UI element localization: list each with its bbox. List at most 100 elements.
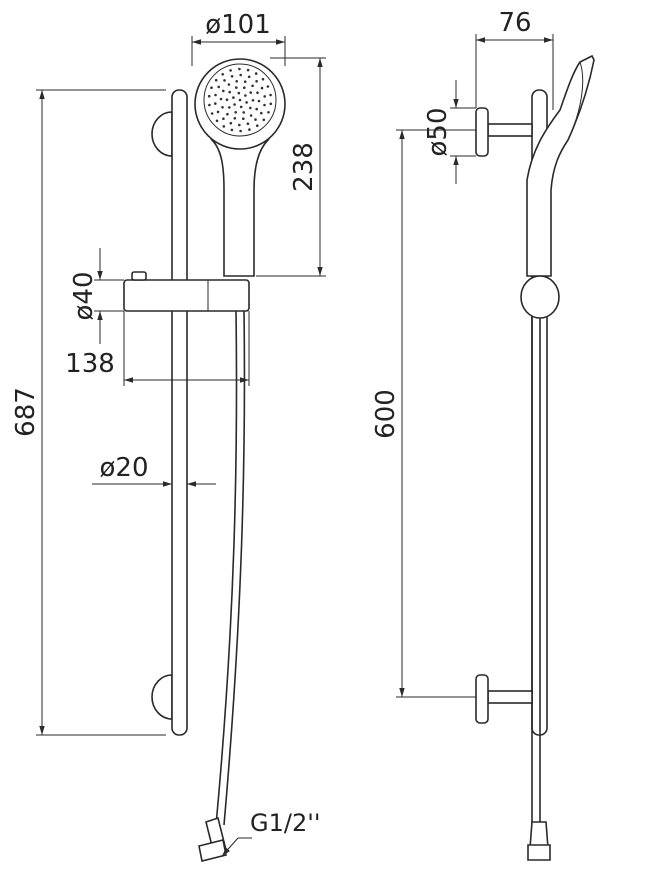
side-handshower-face xyxy=(567,61,584,141)
slide-rail xyxy=(171,89,188,736)
spray-nozzle xyxy=(266,85,270,88)
spray-nozzle xyxy=(216,110,220,114)
spray-nozzle xyxy=(267,111,270,114)
spray-nozzle xyxy=(257,99,261,103)
spray-nozzle xyxy=(263,103,266,107)
spray-nozzle xyxy=(238,123,241,127)
spray-nozzle xyxy=(239,73,242,77)
spray-nozzle xyxy=(230,128,234,132)
spray-nozzle xyxy=(245,101,248,104)
spray-nozzle xyxy=(228,106,231,109)
dim-slider-diameter: ø40 xyxy=(69,272,99,321)
spray-nozzle xyxy=(256,91,259,94)
spray-nozzle xyxy=(219,97,223,101)
spray-nozzle xyxy=(226,112,229,116)
spray-nozzle xyxy=(214,93,217,97)
dim-handshower-length: 238 xyxy=(289,142,319,192)
bottom-wall-bracket xyxy=(151,674,173,720)
spray-nozzle xyxy=(248,128,251,131)
spray-nozzle xyxy=(222,89,225,93)
spray-nozzle xyxy=(239,105,243,109)
spray-nozzle xyxy=(235,86,238,89)
spray-nozzle xyxy=(233,117,237,120)
shower-hose-inner xyxy=(223,309,246,826)
spray-nozzle xyxy=(229,69,232,72)
spray-nozzle xyxy=(221,73,224,76)
spray-nozzle xyxy=(225,98,229,101)
spray-nozzle xyxy=(207,94,211,98)
spray-nozzle xyxy=(242,111,245,114)
spray-nozzle xyxy=(242,117,245,120)
spray-nozzle xyxy=(230,75,234,78)
spray-nozzle xyxy=(222,125,226,128)
dim-projection: 138 xyxy=(65,349,115,379)
spray-nozzle xyxy=(232,96,235,99)
spray-nozzle xyxy=(223,79,226,82)
spray-nozzle xyxy=(222,117,225,120)
spray-nozzle xyxy=(255,80,258,83)
spray-nozzle xyxy=(260,86,264,90)
dim-head-diameter: ø101 xyxy=(205,10,271,40)
spray-nozzle xyxy=(269,93,272,97)
spray-nozzle xyxy=(214,102,217,105)
spray-nozzle xyxy=(262,118,266,122)
side-handshower xyxy=(526,54,595,277)
spray-nozzle xyxy=(221,106,224,109)
spray-nozzle xyxy=(217,85,220,89)
spray-nozzle xyxy=(246,68,250,72)
hose-nut xyxy=(198,839,227,862)
spray-nozzles xyxy=(207,67,273,133)
handshower-head xyxy=(194,58,286,150)
spray-nozzle xyxy=(235,80,238,83)
hose-connection-label: G1/2'' xyxy=(250,809,320,837)
top-wall-bracket xyxy=(151,111,173,157)
spray-nozzle xyxy=(239,129,242,133)
spray-nozzle xyxy=(251,99,255,102)
spray-nozzle xyxy=(249,91,252,94)
spray-nozzle xyxy=(237,91,241,95)
spray-nozzle xyxy=(234,111,237,114)
spray-nozzle xyxy=(238,98,242,102)
slider-body xyxy=(123,279,250,312)
spray-nozzle xyxy=(210,86,213,89)
side-bottom-bracket-arm xyxy=(487,690,533,704)
spray-nozzle xyxy=(233,103,236,106)
spray-nozzle xyxy=(238,67,241,71)
side-bottom-bracket-plate xyxy=(475,674,489,724)
side-slider xyxy=(520,275,560,319)
spray-nozzle xyxy=(210,112,214,115)
spray-nozzle xyxy=(269,102,273,106)
dim-bracket-spacing: 600 xyxy=(371,389,401,439)
side-view: 76 ø50 600 xyxy=(371,8,595,861)
spray-nozzle xyxy=(228,90,231,94)
dim-rail-diameter: ø20 xyxy=(100,453,149,483)
spray-nozzle xyxy=(249,106,252,110)
spray-nozzle xyxy=(229,121,233,125)
spray-nozzle xyxy=(227,83,231,86)
spray-nozzle xyxy=(247,75,251,79)
side-hose-nut xyxy=(527,844,551,861)
spray-nozzle xyxy=(255,124,259,127)
spray-nozzle xyxy=(249,114,253,117)
dim-bracket-diameter: ø50 xyxy=(423,108,453,157)
spray-nozzle xyxy=(260,111,263,115)
front-view: ø101 238 ø40 138 ø20 687 G1/2'' xyxy=(11,10,326,862)
spray-nozzle xyxy=(243,86,246,89)
side-top-bracket-plate xyxy=(475,107,489,157)
slider-button xyxy=(131,271,147,281)
spray-nozzle xyxy=(251,84,254,88)
shower-hose xyxy=(215,309,238,826)
spray-nozzle xyxy=(208,103,211,107)
spray-nozzle xyxy=(254,118,257,121)
side-top-bracket-arm xyxy=(487,123,533,137)
spray-nozzle xyxy=(215,119,219,123)
spray-nozzle xyxy=(246,122,250,125)
spray-nozzle xyxy=(261,77,265,81)
dim-depth: 76 xyxy=(498,8,531,38)
spray-nozzle xyxy=(255,107,258,111)
spray-nozzle xyxy=(244,94,247,97)
spray-nozzle xyxy=(263,95,267,98)
spray-nozzle xyxy=(254,72,258,75)
handshower-spray-face xyxy=(203,63,277,137)
